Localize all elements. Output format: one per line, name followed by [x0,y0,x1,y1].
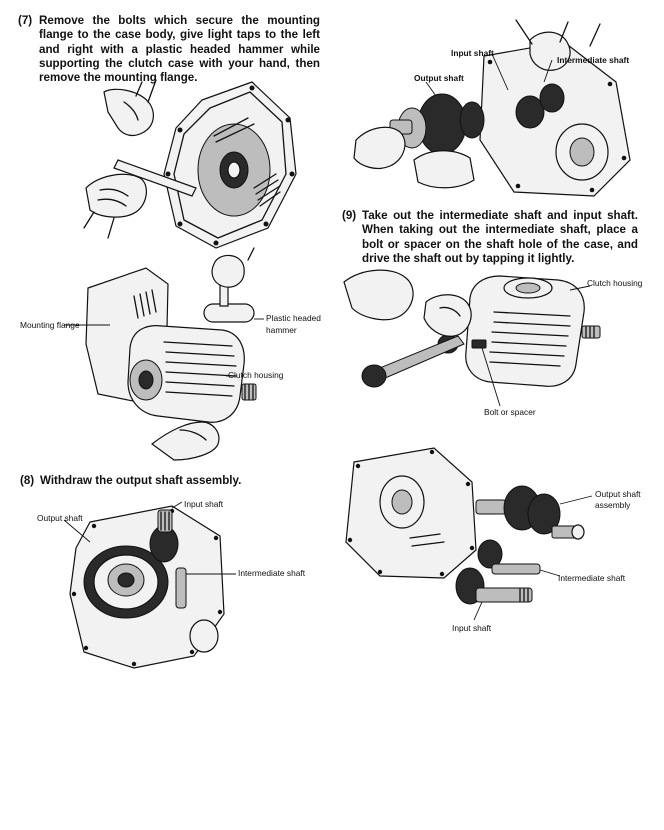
label-input-shaft-2: Input shaft [451,48,494,58]
step-9-text: Take out the intermediate shaft and inpu… [362,209,638,265]
step-9: (9) Take out the intermediate shaft and … [342,209,638,266]
figure-bolt-removal-illustration [84,78,298,254]
label-output-shaft-2: Output shaft [414,73,464,83]
label-bolt-or-spacer: Bolt or spacer [484,407,536,417]
step-8-text: Withdraw the output shaft assembly. [40,474,242,487]
label-hammer: hammer [266,325,297,335]
label-mounting-flange: Mounting flange [20,320,80,330]
label-intermediate-shaft-2: Intermediate shaft [557,55,630,65]
label-output-shaft-3: Output shaft [595,489,641,499]
figure-output-shaft-case-illustration [64,502,226,670]
label-input-shaft-1: Input shaft [184,499,224,509]
step-9-number: (9) [342,209,357,222]
figure-drive-out-shaft-illustration [344,264,606,416]
label-output-shaft-1: Output shaft [37,513,83,523]
label-clutch-housing-1: Clutch housing [228,370,284,380]
step-8: (8) Withdraw the output shaft assembly. [20,474,320,488]
label-clutch-housing-2: Clutch housing [587,278,643,288]
figure-removed-parts-illustration [340,442,590,642]
label-intermediate-shaft-1: Intermediate shaft [238,568,306,578]
label-input-shaft-3: Input shaft [452,623,492,633]
step-7: (7) Remove the bolts which secure the mo… [18,14,320,85]
label-plastic-headed: Plastic headed [266,313,321,323]
label-intermediate-shaft-3: Intermediate shaft [558,573,626,583]
step-7-number: (7) [18,14,33,27]
step-7-text: Remove the bolts which secure the mounti… [39,14,320,85]
figure-plastic-hammer-illustration [82,254,314,462]
step-8-number: (8) [20,474,35,487]
figure-shaft-removal-illustration [354,20,638,200]
label-assembly: assembly [595,500,631,510]
